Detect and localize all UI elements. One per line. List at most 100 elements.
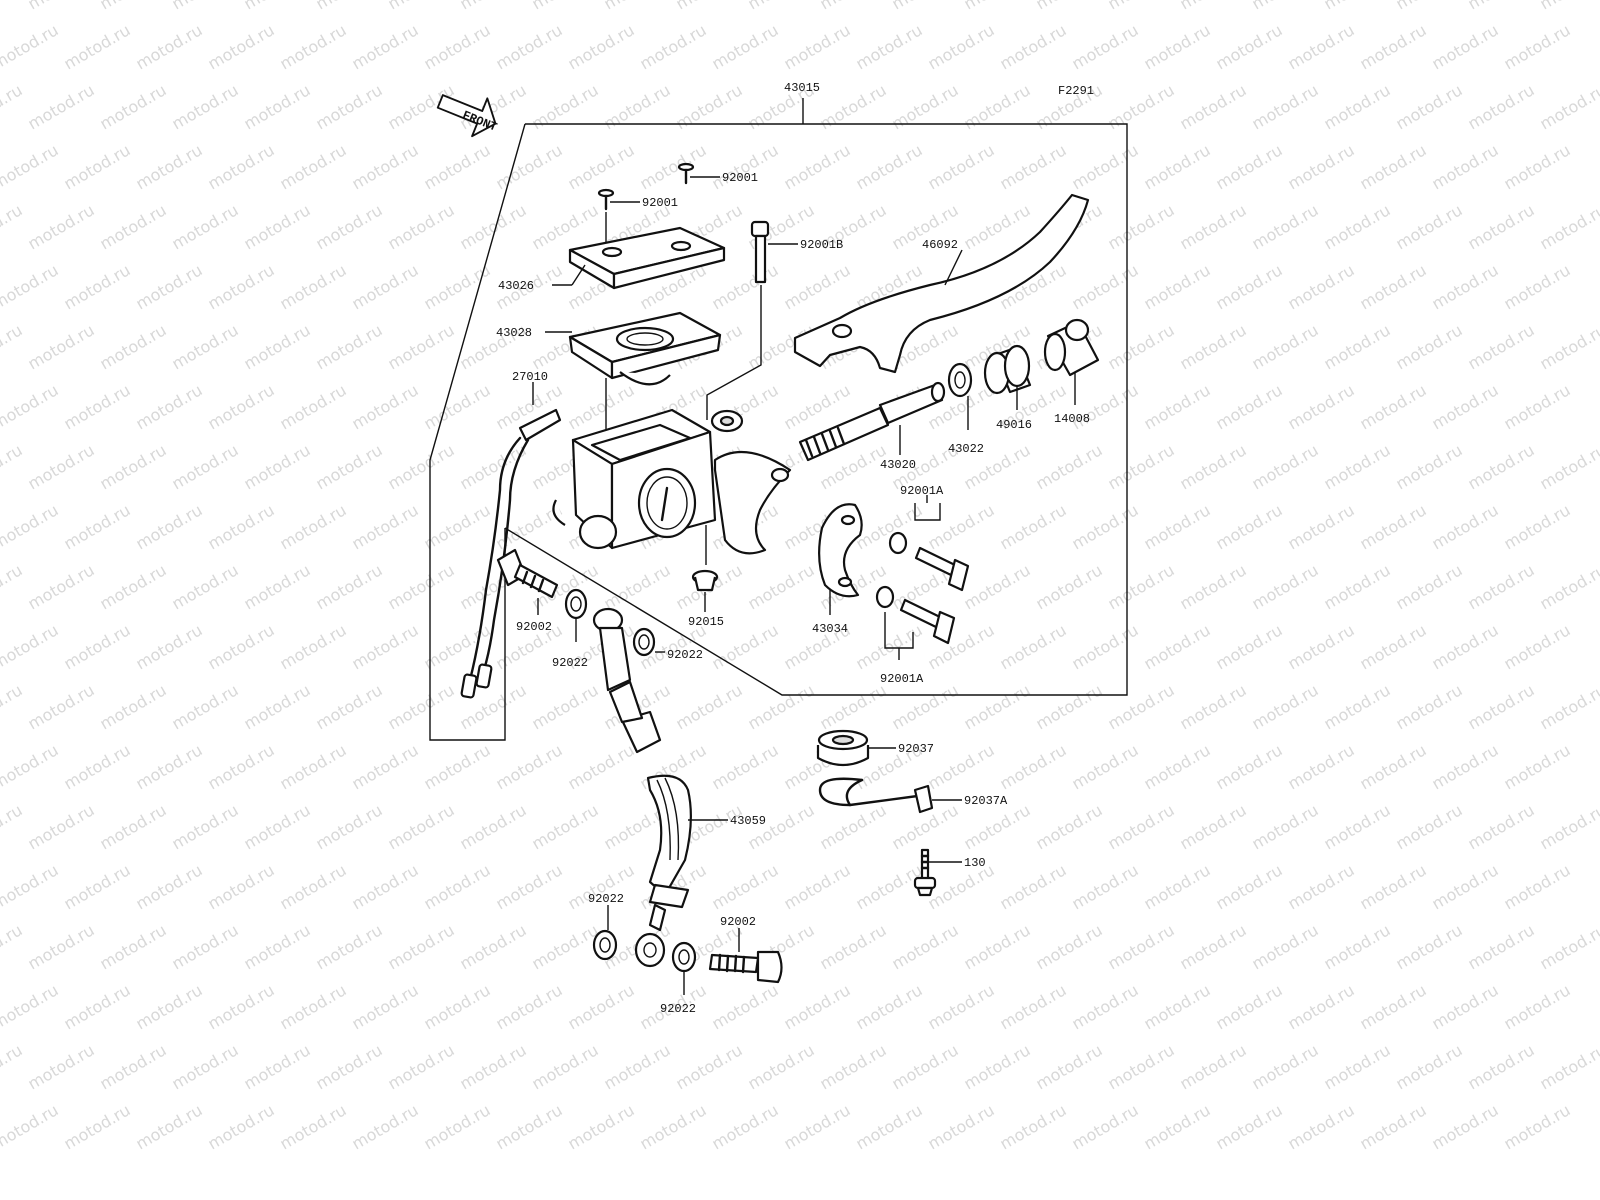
watermark-text: motod.ru <box>1141 980 1214 1033</box>
watermark-text: motod.ru <box>25 920 98 973</box>
watermark-text: motod.ru <box>1249 1040 1322 1093</box>
watermark-text: motod.ru <box>1465 920 1538 973</box>
watermark-text: motod.ru <box>61 140 134 193</box>
watermark-text: motod.ru <box>0 320 26 373</box>
figure-code: F2291 <box>1058 84 1094 98</box>
watermark-text: motod.ru <box>1393 80 1466 133</box>
watermark-text: motod.ru <box>0 140 62 193</box>
watermark-text: motod.ru <box>1141 740 1214 793</box>
watermark-text: motod.ru <box>1069 500 1142 553</box>
watermark-text: motod.ru <box>997 20 1070 73</box>
watermark-text: motod.ru <box>853 140 926 193</box>
watermark-text: motod.ru <box>997 620 1070 673</box>
piston-assembly-icon <box>798 381 946 462</box>
watermark-text: motod.ru <box>277 860 350 913</box>
watermark-text: motod.ru <box>241 320 314 373</box>
watermark-text: motod.ru <box>1393 920 1466 973</box>
watermark-text: motod.ru <box>493 140 566 193</box>
watermark-text: motod.ru <box>385 200 458 253</box>
watermark-text: motod.ru <box>241 80 314 133</box>
watermark-text: motod.ru <box>493 740 566 793</box>
watermark-text: motod.ru <box>1501 1100 1574 1153</box>
watermark-text: motod.ru <box>421 740 494 793</box>
watermark-text: motod.ru <box>493 980 566 1033</box>
watermark-text: motod.ru <box>1141 380 1214 433</box>
watermark-text: motod.ru <box>709 1100 782 1153</box>
watermark-text: motod.ru <box>0 1100 62 1153</box>
watermark-text: motod.ru <box>1285 980 1358 1033</box>
watermark-text: motod.ru <box>709 980 782 1033</box>
watermark-text: motod.ru <box>205 20 278 73</box>
watermark-text: motod.ru <box>97 320 170 373</box>
watermark-text: motod.ru <box>1393 560 1466 613</box>
watermark-text: motod.ru <box>1501 20 1574 73</box>
watermark-text: motod.ru <box>1321 80 1394 133</box>
watermark-text: motod.ru <box>1285 620 1358 673</box>
watermark-text: motod.ru <box>529 680 602 733</box>
callout-92001a-upper: 92001A <box>900 484 944 498</box>
watermark-text: motod.ru <box>1429 380 1502 433</box>
watermark-text: motod.ru <box>493 1100 566 1153</box>
watermark-text: motod.ru <box>349 860 422 913</box>
watermark-text: motod.ru <box>1213 260 1286 313</box>
watermark-text: motod.ru <box>277 620 350 673</box>
watermark-text: motod.ru <box>25 320 98 373</box>
watermark-text: motod.ru <box>1429 1100 1502 1153</box>
watermark-text: motod.ru <box>385 440 458 493</box>
watermark-text: motod.ru <box>1105 920 1178 973</box>
clamp-bolt-upper-icon <box>888 495 970 592</box>
watermark-text: motod.ru <box>241 1040 314 1093</box>
watermark-text: motod.ru <box>61 20 134 73</box>
watermark-text: motod.ru <box>277 500 350 553</box>
watermark-text: motod.ru <box>1069 1100 1142 1153</box>
watermark-text: motod.ru <box>61 260 134 313</box>
watermark-text: motod.ru <box>169 560 242 613</box>
watermark-text: motod.ru <box>1285 500 1358 553</box>
watermark-text: motod.ru <box>169 320 242 373</box>
watermark-text: motod.ru <box>1177 920 1250 973</box>
watermark-text: motod.ru <box>817 0 890 13</box>
watermark-text: motod.ru <box>1393 680 1466 733</box>
watermark-text: motod.ru <box>1285 20 1358 73</box>
watermark-text: motod.ru <box>997 740 1070 793</box>
watermark-text: motod.ru <box>241 560 314 613</box>
watermark-text: motod.ru <box>421 380 494 433</box>
watermark-text: motod.ru <box>709 740 782 793</box>
watermark-text: motod.ru <box>925 500 998 553</box>
watermark-text: motod.ru <box>1465 1040 1538 1093</box>
watermark-text: motod.ru <box>1321 0 1394 13</box>
watermark-text: motod.ru <box>1069 140 1142 193</box>
gasket-lower-bottom-icon <box>671 941 697 995</box>
callout-92037a: 92037A <box>964 794 1008 808</box>
watermark-text: motod.ru <box>0 680 26 733</box>
watermark-text: motod.ru <box>1249 320 1322 373</box>
watermark-text: motod.ru <box>997 500 1070 553</box>
watermark-text: motod.ru <box>25 1040 98 1093</box>
watermark-text: motod.ru <box>1033 920 1106 973</box>
watermark-text: motod.ru <box>493 20 566 73</box>
callout-46092: 46092 <box>922 238 958 252</box>
watermark-text: motod.ru <box>457 920 530 973</box>
watermark-text: motod.ru <box>1537 80 1600 133</box>
watermark-text: motod.ru <box>0 80 26 133</box>
watermark-text: motod.ru <box>1465 80 1538 133</box>
watermark-text: motod.ru <box>205 860 278 913</box>
callout-92002-lower: 92002 <box>720 915 756 929</box>
watermark-text: motod.ru <box>1501 860 1574 913</box>
watermark-text: motod.ru <box>1357 980 1430 1033</box>
watermark-text: motod.ru <box>1429 980 1502 1033</box>
watermark-text: motod.ru <box>385 1040 458 1093</box>
watermark-text: motod.ru <box>1177 200 1250 253</box>
watermark-text: motod.ru <box>565 740 638 793</box>
watermark-text: motod.ru <box>529 1040 602 1093</box>
watermark-text: motod.ru <box>0 380 62 433</box>
watermark-text: motod.ru <box>313 0 386 13</box>
screw-92001-top-icon <box>677 162 720 185</box>
watermark-text: motod.ru <box>385 920 458 973</box>
watermark-text: motod.ru <box>1465 0 1538 13</box>
watermark-text: motod.ru <box>457 1040 530 1093</box>
bleeder-cap-icon <box>691 569 719 612</box>
watermark-text: motod.ru <box>1105 440 1178 493</box>
watermark-text: motod.ru <box>97 560 170 613</box>
